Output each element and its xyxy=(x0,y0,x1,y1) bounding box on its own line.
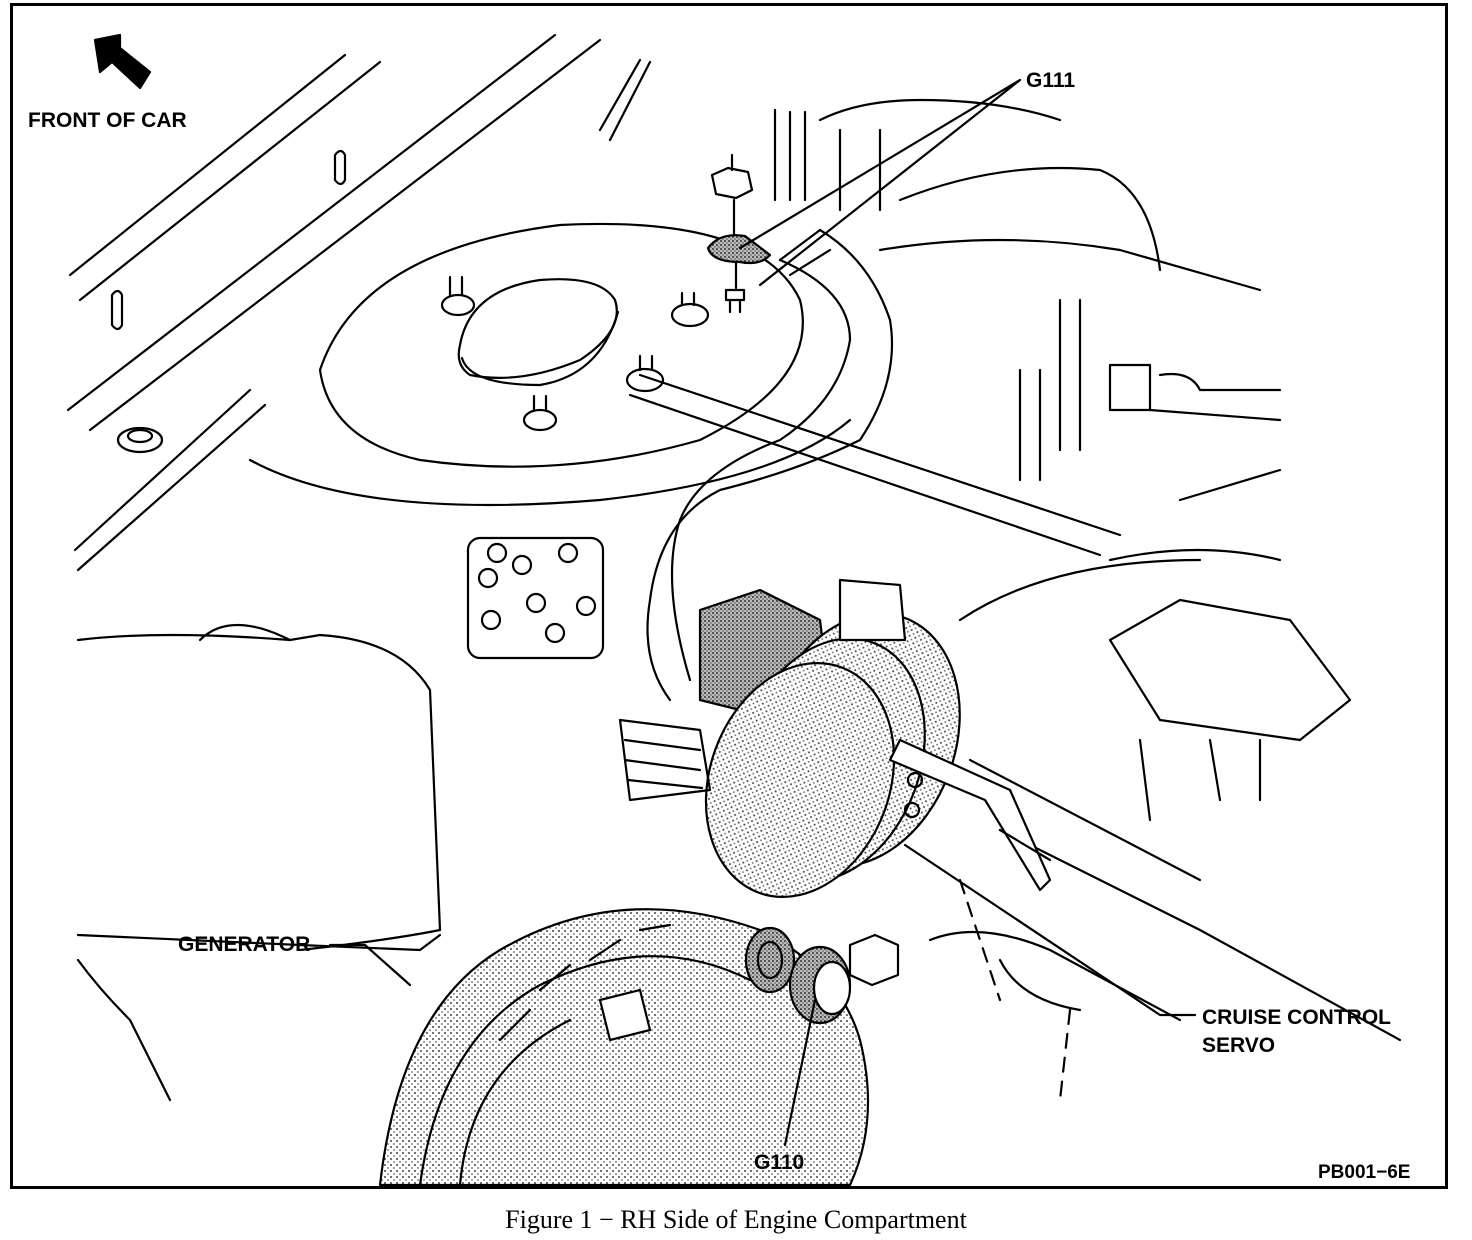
g111-label: G111 xyxy=(1026,69,1076,92)
bolt-head-right xyxy=(848,933,900,987)
g110-label: G110 xyxy=(754,1151,805,1174)
slot-1 xyxy=(110,289,124,331)
cruise-servo-leader xyxy=(903,843,1197,1017)
g110-stud-nut xyxy=(744,926,796,994)
g111-bolt xyxy=(724,288,746,314)
part-code-label: PB001−6E xyxy=(1318,1162,1411,1183)
strut-nut-2 xyxy=(670,291,710,328)
g111-ring-terminal xyxy=(706,234,772,265)
ground-strap xyxy=(628,373,1122,557)
grommet xyxy=(116,426,164,454)
strut-tower xyxy=(318,222,804,468)
slot-2 xyxy=(333,149,347,186)
g110-bolt-head xyxy=(788,945,852,1025)
g111-nut xyxy=(710,153,754,200)
g111-leader xyxy=(738,78,1022,287)
strut-nut-4 xyxy=(625,354,665,393)
g110-leader xyxy=(783,998,817,1147)
figure-caption: Figure 1 − RH Side of Engine Compartment xyxy=(505,1205,967,1234)
generator-label: GENERATOR xyxy=(178,933,311,956)
front-arrow-icon xyxy=(93,33,152,90)
servo-connector xyxy=(618,718,712,802)
servo-actuator-arm xyxy=(888,738,1052,892)
air-cleaner-housing xyxy=(1108,598,1352,742)
relay-bracket xyxy=(466,536,605,660)
strut-cap xyxy=(457,278,618,379)
front-of-car-label: FRONT OF CAR xyxy=(28,109,187,132)
generator-body xyxy=(378,908,870,1187)
cruise-control-servo-label-line1: CRUISE CONTROL xyxy=(1202,1006,1391,1029)
strut-nut-1 xyxy=(440,275,476,317)
strut-nut-3 xyxy=(522,394,558,432)
wiring-harness xyxy=(646,228,894,702)
cruise-control-servo-label-line2: SERVO xyxy=(1202,1034,1276,1057)
generator-leader xyxy=(328,943,412,987)
